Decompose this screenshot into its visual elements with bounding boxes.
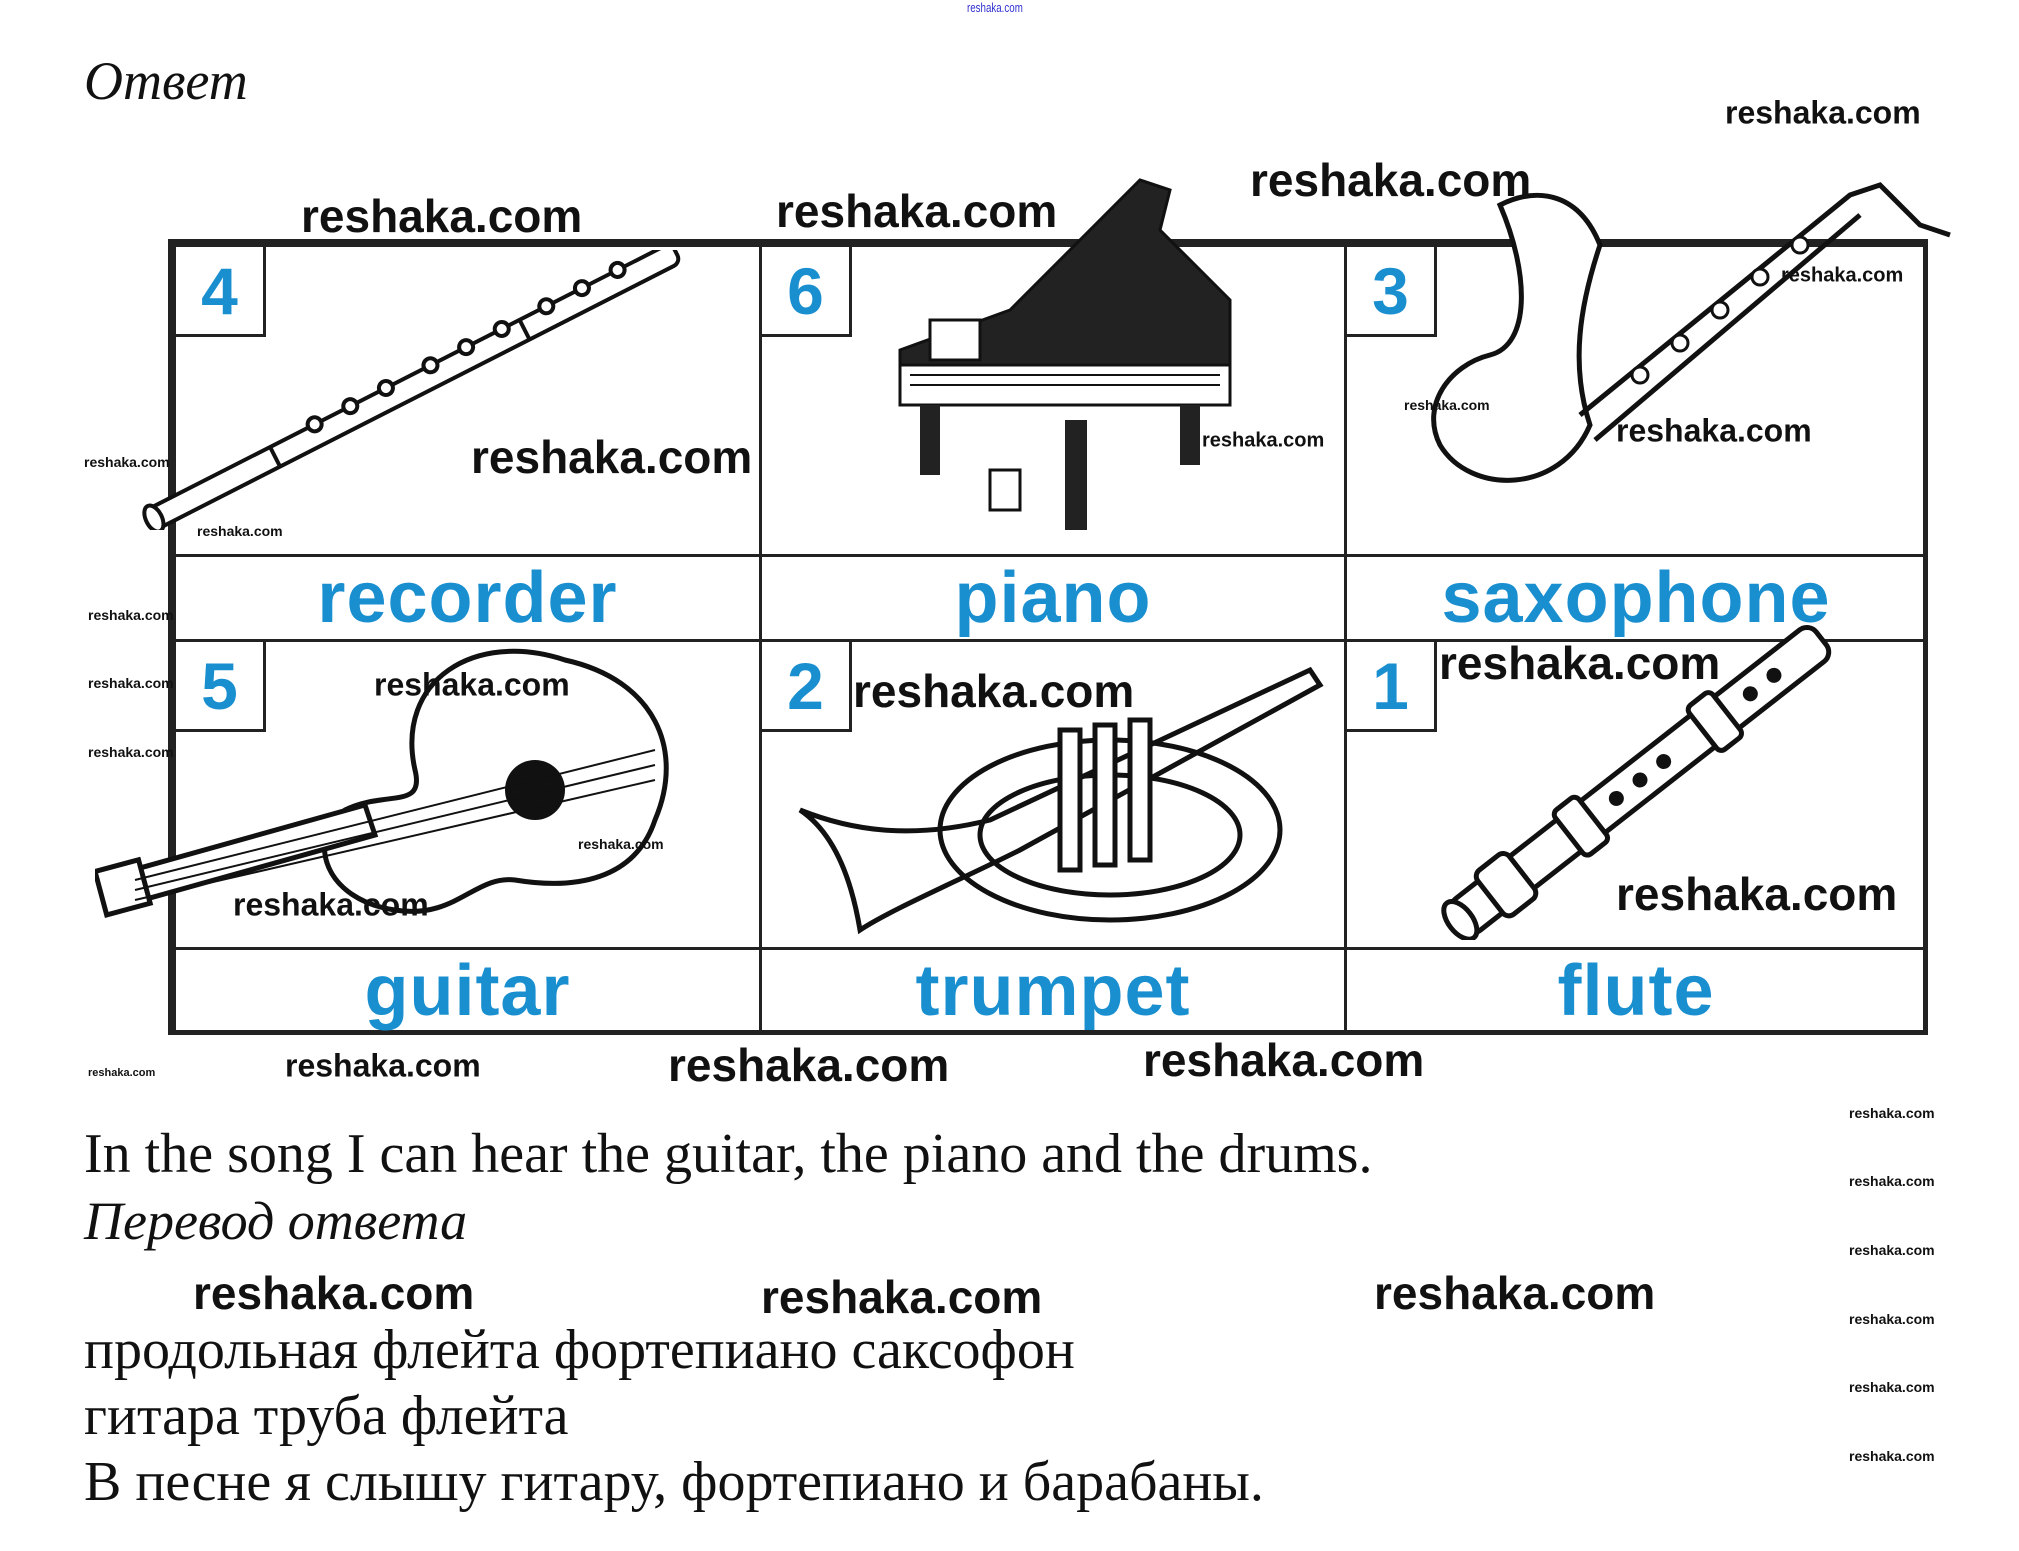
translation-line-3: В песне я слышу гитару, фортепиано и бар… xyxy=(84,1451,1264,1513)
watermark: reshaka.com xyxy=(1374,1267,1656,1319)
card-number: 1 xyxy=(1347,642,1437,732)
card-trumpet: 2 trumpet xyxy=(759,639,1347,1035)
watermark: reshaka.com xyxy=(84,454,170,470)
watermark: reshaka.com xyxy=(1849,1448,1935,1464)
watermark: reshaka.com xyxy=(88,675,174,691)
card-label: saxophone xyxy=(1347,554,1925,639)
translation-line-2: гитара труба флейта xyxy=(84,1385,569,1447)
answer-heading: Ответ xyxy=(84,51,248,111)
watermark: reshaka.com xyxy=(1849,1379,1935,1395)
header-watermark: reshaka.com xyxy=(967,0,1023,15)
watermark: reshaka.com xyxy=(374,666,570,703)
card-label: guitar xyxy=(176,947,759,1032)
card-number: 4 xyxy=(176,247,266,337)
watermark: reshaka.com xyxy=(853,665,1135,717)
card-number: 5 xyxy=(176,642,266,732)
translation-heading: Перевод ответа xyxy=(84,1191,468,1251)
card-label: piano xyxy=(762,554,1344,639)
card-number: 2 xyxy=(762,642,852,732)
watermark: reshaka.com xyxy=(1143,1034,1425,1086)
watermark: reshaka.com xyxy=(1250,154,1532,206)
translation-line-1: продольная флейта фортепиано саксофон xyxy=(84,1319,1075,1381)
answer-sentence: In the song I can hear the guitar, the p… xyxy=(84,1123,1373,1185)
card-label: recorder xyxy=(176,554,759,639)
watermark: reshaka.com xyxy=(1725,94,1921,131)
saxophone-drawing-icon xyxy=(1431,182,1951,483)
watermark: reshaka.com xyxy=(1849,1311,1935,1327)
watermark: reshaka.com xyxy=(285,1047,481,1084)
watermark: reshaka.com xyxy=(776,185,1058,237)
card-label: flute xyxy=(1347,947,1925,1032)
watermark: reshaka.com xyxy=(1849,1105,1935,1121)
watermark: reshaka.com xyxy=(1849,1242,1935,1258)
card-number: 3 xyxy=(1347,247,1437,337)
watermark: reshaka.com xyxy=(88,1067,156,1079)
watermark: reshaka.com xyxy=(668,1039,950,1091)
watermark: reshaka.com xyxy=(88,744,174,760)
watermark: reshaka.com xyxy=(578,836,664,852)
watermark: reshaka.com xyxy=(471,431,753,483)
guitar-drawing-icon xyxy=(95,648,669,918)
watermark: reshaka.com xyxy=(1404,397,1490,413)
watermark: reshaka.com xyxy=(233,886,429,923)
watermark: reshaka.com xyxy=(1781,264,1904,287)
watermark: reshaka.com xyxy=(193,1267,475,1319)
watermark: reshaka.com xyxy=(88,607,174,623)
watermark: reshaka.com xyxy=(301,190,583,242)
recorder-drawing-icon xyxy=(1441,624,1832,940)
piano-drawing-icon xyxy=(898,178,1232,530)
card-flute: 1 flute xyxy=(1344,639,1928,1035)
flute-drawing-icon xyxy=(142,250,681,530)
watermark: reshaka.com xyxy=(197,523,283,539)
watermark: reshaka.com xyxy=(1439,637,1721,689)
card-label: trumpet xyxy=(762,947,1344,1032)
watermark: reshaka.com xyxy=(1849,1173,1935,1189)
trumpet-drawing-icon xyxy=(798,666,1324,935)
watermark: reshaka.com xyxy=(1202,429,1325,452)
watermark: reshaka.com xyxy=(1616,412,1812,449)
instrument-grid: 4 recorder 6 piano 3 saxophone 5 guitar … xyxy=(168,239,1928,1035)
watermark: reshaka.com xyxy=(1616,868,1898,920)
card-saxophone: 3 saxophone xyxy=(1344,244,1928,642)
watermark: reshaka.com xyxy=(761,1271,1043,1323)
card-number: 6 xyxy=(762,247,852,337)
